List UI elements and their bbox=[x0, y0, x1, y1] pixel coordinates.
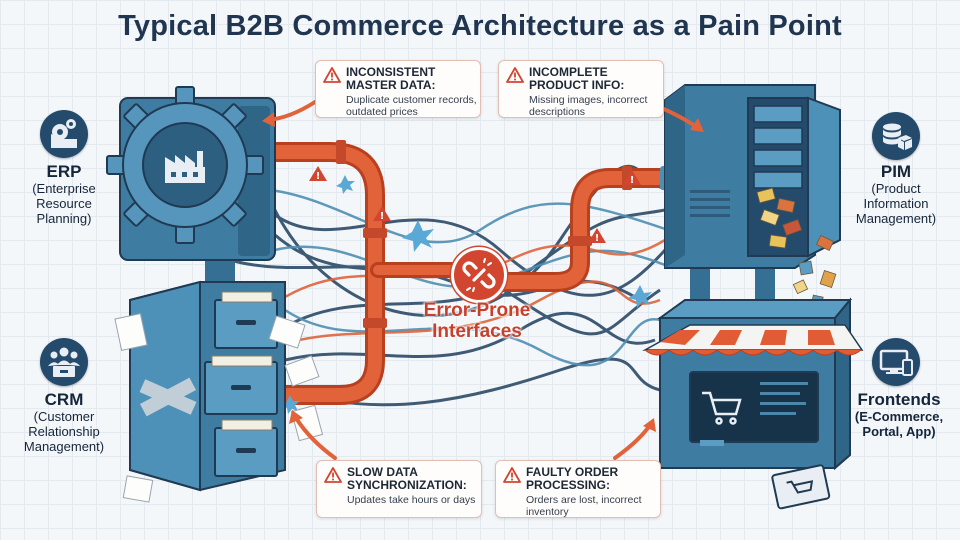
crm-abbr: CRM bbox=[44, 390, 84, 409]
pim-full-name: (Product Information Management) bbox=[855, 181, 937, 226]
warning-icon bbox=[503, 467, 521, 483]
crm-filing-cabinet bbox=[114, 280, 324, 503]
pim-label: PIM (Product Information Management) bbox=[840, 162, 952, 226]
erp-machine bbox=[106, 86, 276, 290]
tablet-card bbox=[771, 464, 831, 510]
pim-abbr: PIM bbox=[880, 162, 912, 181]
tangled-cables-orange bbox=[279, 238, 666, 347]
broken-link-icon bbox=[451, 247, 507, 303]
callout-heading: INCOMPLETE PRODUCT INFO: bbox=[529, 65, 625, 92]
callout-heading: FAULTY ORDER PROCESSING: bbox=[526, 465, 619, 492]
devices-icon bbox=[872, 338, 920, 386]
callout-description: Duplicate customer records, outdated pri… bbox=[346, 94, 477, 118]
frontends-label: Frontends (E-Commerce, Portal, App) bbox=[840, 390, 958, 439]
svg-text:!: ! bbox=[316, 171, 321, 182]
callout-product-info: INCOMPLETE PRODUCT INFO: Missing images,… bbox=[498, 60, 664, 118]
erp-abbr: ERP bbox=[46, 162, 82, 181]
svg-text:!: ! bbox=[380, 211, 385, 222]
erp-label: ERP (Enterprise Resource Planning) bbox=[8, 162, 120, 226]
tape-pieces bbox=[139, 377, 197, 417]
svg-text:!: ! bbox=[630, 175, 635, 186]
frontends-full-name: (E-Commerce, Portal, App) bbox=[854, 409, 944, 439]
erp-gear bbox=[106, 86, 264, 244]
pipe-warning-icons: ! ! ! ! bbox=[309, 166, 641, 244]
store-awning bbox=[642, 324, 864, 356]
svg-text:!: ! bbox=[595, 233, 600, 244]
pim-server-rack bbox=[664, 84, 841, 310]
callout-heading: SLOW DATA SYNCHRONIZATION: bbox=[347, 465, 467, 492]
callout-master-data: INCONSISTENT MASTER DATA: Duplicate cust… bbox=[315, 60, 481, 118]
callout-orders: FAULTY ORDER PROCESSING: Orders are lost… bbox=[495, 460, 661, 518]
callout-arrowheads bbox=[262, 112, 704, 432]
spark-effects bbox=[281, 175, 652, 414]
callout-description: Missing images, incorrect descriptions bbox=[529, 94, 648, 118]
callout-description: Orders are lost, incorrect inventory bbox=[526, 494, 642, 518]
frontends-abbr: Frontends bbox=[857, 390, 941, 409]
callout-sync: SLOW DATA SYNCHRONIZATION: Updates take … bbox=[316, 460, 482, 518]
database-box-icon bbox=[872, 112, 920, 160]
crm-label: CRM (Customer Relationship Management) bbox=[6, 390, 122, 454]
customers-icon bbox=[40, 338, 88, 386]
erp-full-name: (Enterprise Resource Planning) bbox=[32, 181, 96, 226]
page-title: Typical B2B Commerce Architecture as a P… bbox=[118, 10, 842, 42]
gears-factory-icon bbox=[40, 110, 88, 158]
callout-heading: INCONSISTENT MASTER DATA: bbox=[346, 65, 436, 92]
warning-icon bbox=[323, 67, 341, 83]
center-label: Error-Prone Interfaces bbox=[423, 300, 531, 342]
frontend-shop-kiosk bbox=[642, 297, 864, 510]
warning-icon bbox=[506, 67, 524, 83]
crm-full-name: (Customer Relationship Management) bbox=[23, 409, 105, 454]
warning-icon bbox=[324, 467, 342, 483]
callout-description: Updates take hours or days bbox=[347, 494, 476, 506]
